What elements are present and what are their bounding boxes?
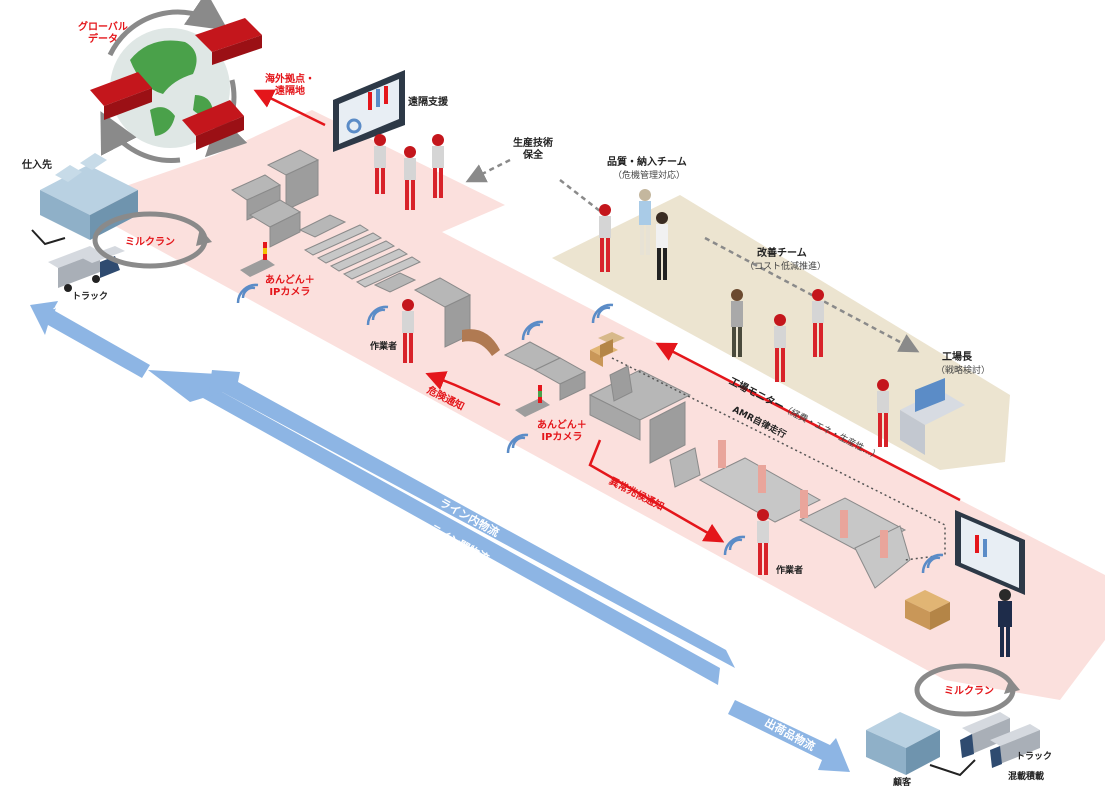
warehouse-icon — [90, 18, 262, 150]
kaizen-team-label: 改善チーム — [757, 248, 807, 259]
worker-1-label: 作業者 — [370, 342, 398, 352]
milk-run-right-label: ミルクラン — [944, 686, 994, 697]
customer-route-arrow — [929, 759, 976, 777]
andon-1-line1: あんどん＋ — [265, 275, 315, 286]
outbound-flow-arrow — [728, 700, 850, 772]
milk-run-right-loop — [914, 663, 1020, 717]
prod-eng-link — [559, 179, 606, 216]
supplier-route-arrow — [31, 229, 66, 246]
andon-1-label: あんどん＋ IPカメラ — [265, 275, 315, 298]
truck-icon — [960, 712, 1040, 768]
amr-path — [611, 357, 946, 561]
prod-eng-arrow — [465, 158, 511, 183]
kaizen-team-sub-label: （コスト低減推進） — [745, 262, 827, 272]
quality-team-sub-label: （危機管理対応） — [613, 171, 686, 181]
truck-right-label: トラック — [1016, 752, 1053, 762]
andon-2-line1: あんどん＋ — [537, 420, 587, 431]
mixed-load-label: 混載積載 — [1008, 772, 1045, 782]
prod-eng-line1: 生産技術 — [513, 138, 553, 149]
truck-icon — [48, 246, 125, 292]
monitor-icon — [333, 70, 405, 152]
overseas-arrow — [253, 89, 326, 127]
plant-monitor-arrow — [655, 342, 961, 502]
anomaly-notice-arrow — [588, 439, 725, 543]
global-data-label: グローバル データ — [78, 22, 128, 45]
customer-label: 顧客 — [893, 778, 912, 788]
andon-2-line2: IPカメラ — [541, 431, 583, 443]
andon-2-label: あんどん＋ IPカメラ — [537, 420, 587, 443]
plant-manager-label: 工場長 — [942, 352, 972, 363]
milk-run-left-loop — [92, 211, 212, 269]
factory-building-icon — [40, 153, 138, 240]
machine-line-2 — [373, 272, 587, 401]
factory-building-icon — [866, 712, 940, 775]
worker-2-label: 作業者 — [776, 566, 804, 576]
remote-support-label: 遠隔支援 — [408, 97, 448, 108]
worker-figure-icon — [374, 134, 1012, 657]
supplier-label: 仕入先 — [22, 160, 52, 171]
milk-run-left-label: ミルクラン — [125, 237, 175, 248]
in-line-flow-arrow — [208, 370, 735, 668]
overseas-line2: 遠隔地 — [275, 85, 305, 97]
prod-eng-label: 生産技術 保全 — [513, 138, 553, 161]
wifi-icon — [236, 283, 944, 574]
plant-manager-sub-label: （戦略検討） — [936, 366, 991, 376]
between-line-flow-arrow — [148, 370, 720, 685]
kaizen-arrow — [704, 236, 920, 353]
global-data-line1: グローバル — [78, 22, 128, 33]
andon-1-line2: IPカメラ — [269, 286, 311, 298]
global-data-line2: データ — [87, 33, 118, 45]
truck-left-label: トラック — [72, 292, 109, 302]
overseas-line1: 海外拠点・ — [265, 74, 315, 85]
prod-eng-line2: 保全 — [523, 149, 543, 161]
danger-notice-arrow — [425, 371, 501, 407]
conveyor-belt — [462, 329, 500, 356]
quality-team-label: 品質・納入チーム — [607, 157, 687, 168]
monitor-icon — [955, 510, 1025, 595]
andon-light-icon — [240, 242, 550, 417]
machine-cluster-3 — [588, 365, 701, 488]
overseas-label: 海外拠点・ 遠隔地 — [265, 74, 315, 97]
amr-robot-icon — [598, 332, 625, 358]
inbound-flow-arrow — [30, 301, 150, 378]
conveyor-rollers — [303, 224, 422, 288]
machine-cluster-1 — [230, 149, 347, 248]
desk-computer-icon — [900, 378, 965, 455]
robot-arm-icon — [698, 440, 911, 589]
